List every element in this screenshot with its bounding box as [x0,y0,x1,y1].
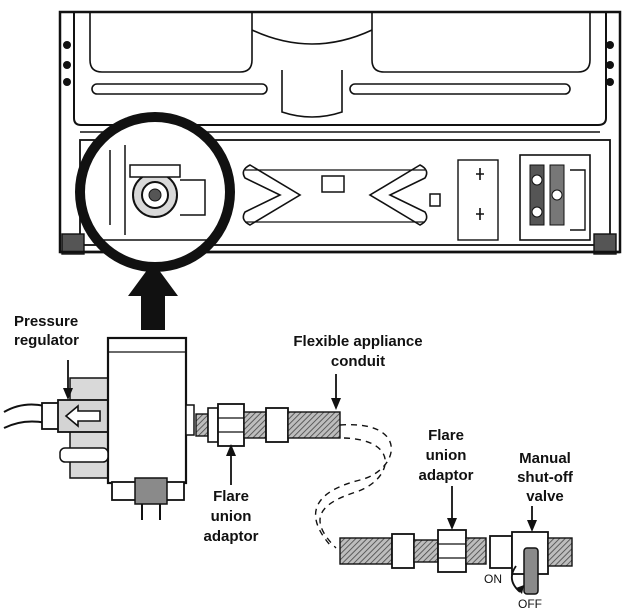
flexible-conduit-label-line1: Flexible appliance [293,333,422,350]
rotation-arrow-icon [510,565,521,593]
x-bracket [242,164,441,226]
flare-union-left-label-line3: adaptor [203,528,258,545]
right-valve-block [457,154,591,241]
leader-lines [63,360,537,532]
label-flare-union-left: Flare union adaptor [203,488,258,545]
flare-union-left-label-line1: Flare [213,488,249,505]
zoom-circle [75,112,235,272]
label-flare-union-right: Flare union adaptor [418,427,473,484]
label-flexible-conduit: Flexible appliance conduit [293,333,422,370]
flare-union-right-label-line2: union [426,447,467,464]
manual-shutoff-valve [489,531,573,595]
shutoff-valve-label-line3: valve [526,488,564,505]
flexible-appliance-conduit [265,407,415,569]
flare-union-left-label-line2: union [211,508,252,525]
flare-union-right-label-line3: adaptor [418,467,473,484]
valve-on-label: ON [484,572,502,586]
shutoff-valve-label-line2: shut-off [517,469,574,486]
flexible-conduit-label-line2: conduit [331,353,385,370]
pressure-regulator-label-line2: regulator [14,332,79,349]
flow-direction-icon [64,404,101,428]
flare-union-right-label-line1: Flare [428,427,464,444]
pressure-regulator-assembly [3,336,195,520]
zoom-arrow [128,262,178,330]
valve-off-label: OFF [518,597,542,611]
flare-union-right-part [413,529,487,573]
pressure-regulator-label-line1: Pressure [14,313,78,330]
shutoff-valve-label-line1: Manual [519,450,571,467]
flare-union-left-part [195,403,267,447]
label-pressure-regulator: Pressure regulator [14,313,79,349]
label-shutoff-valve: Manual shut-off valve [517,450,574,505]
